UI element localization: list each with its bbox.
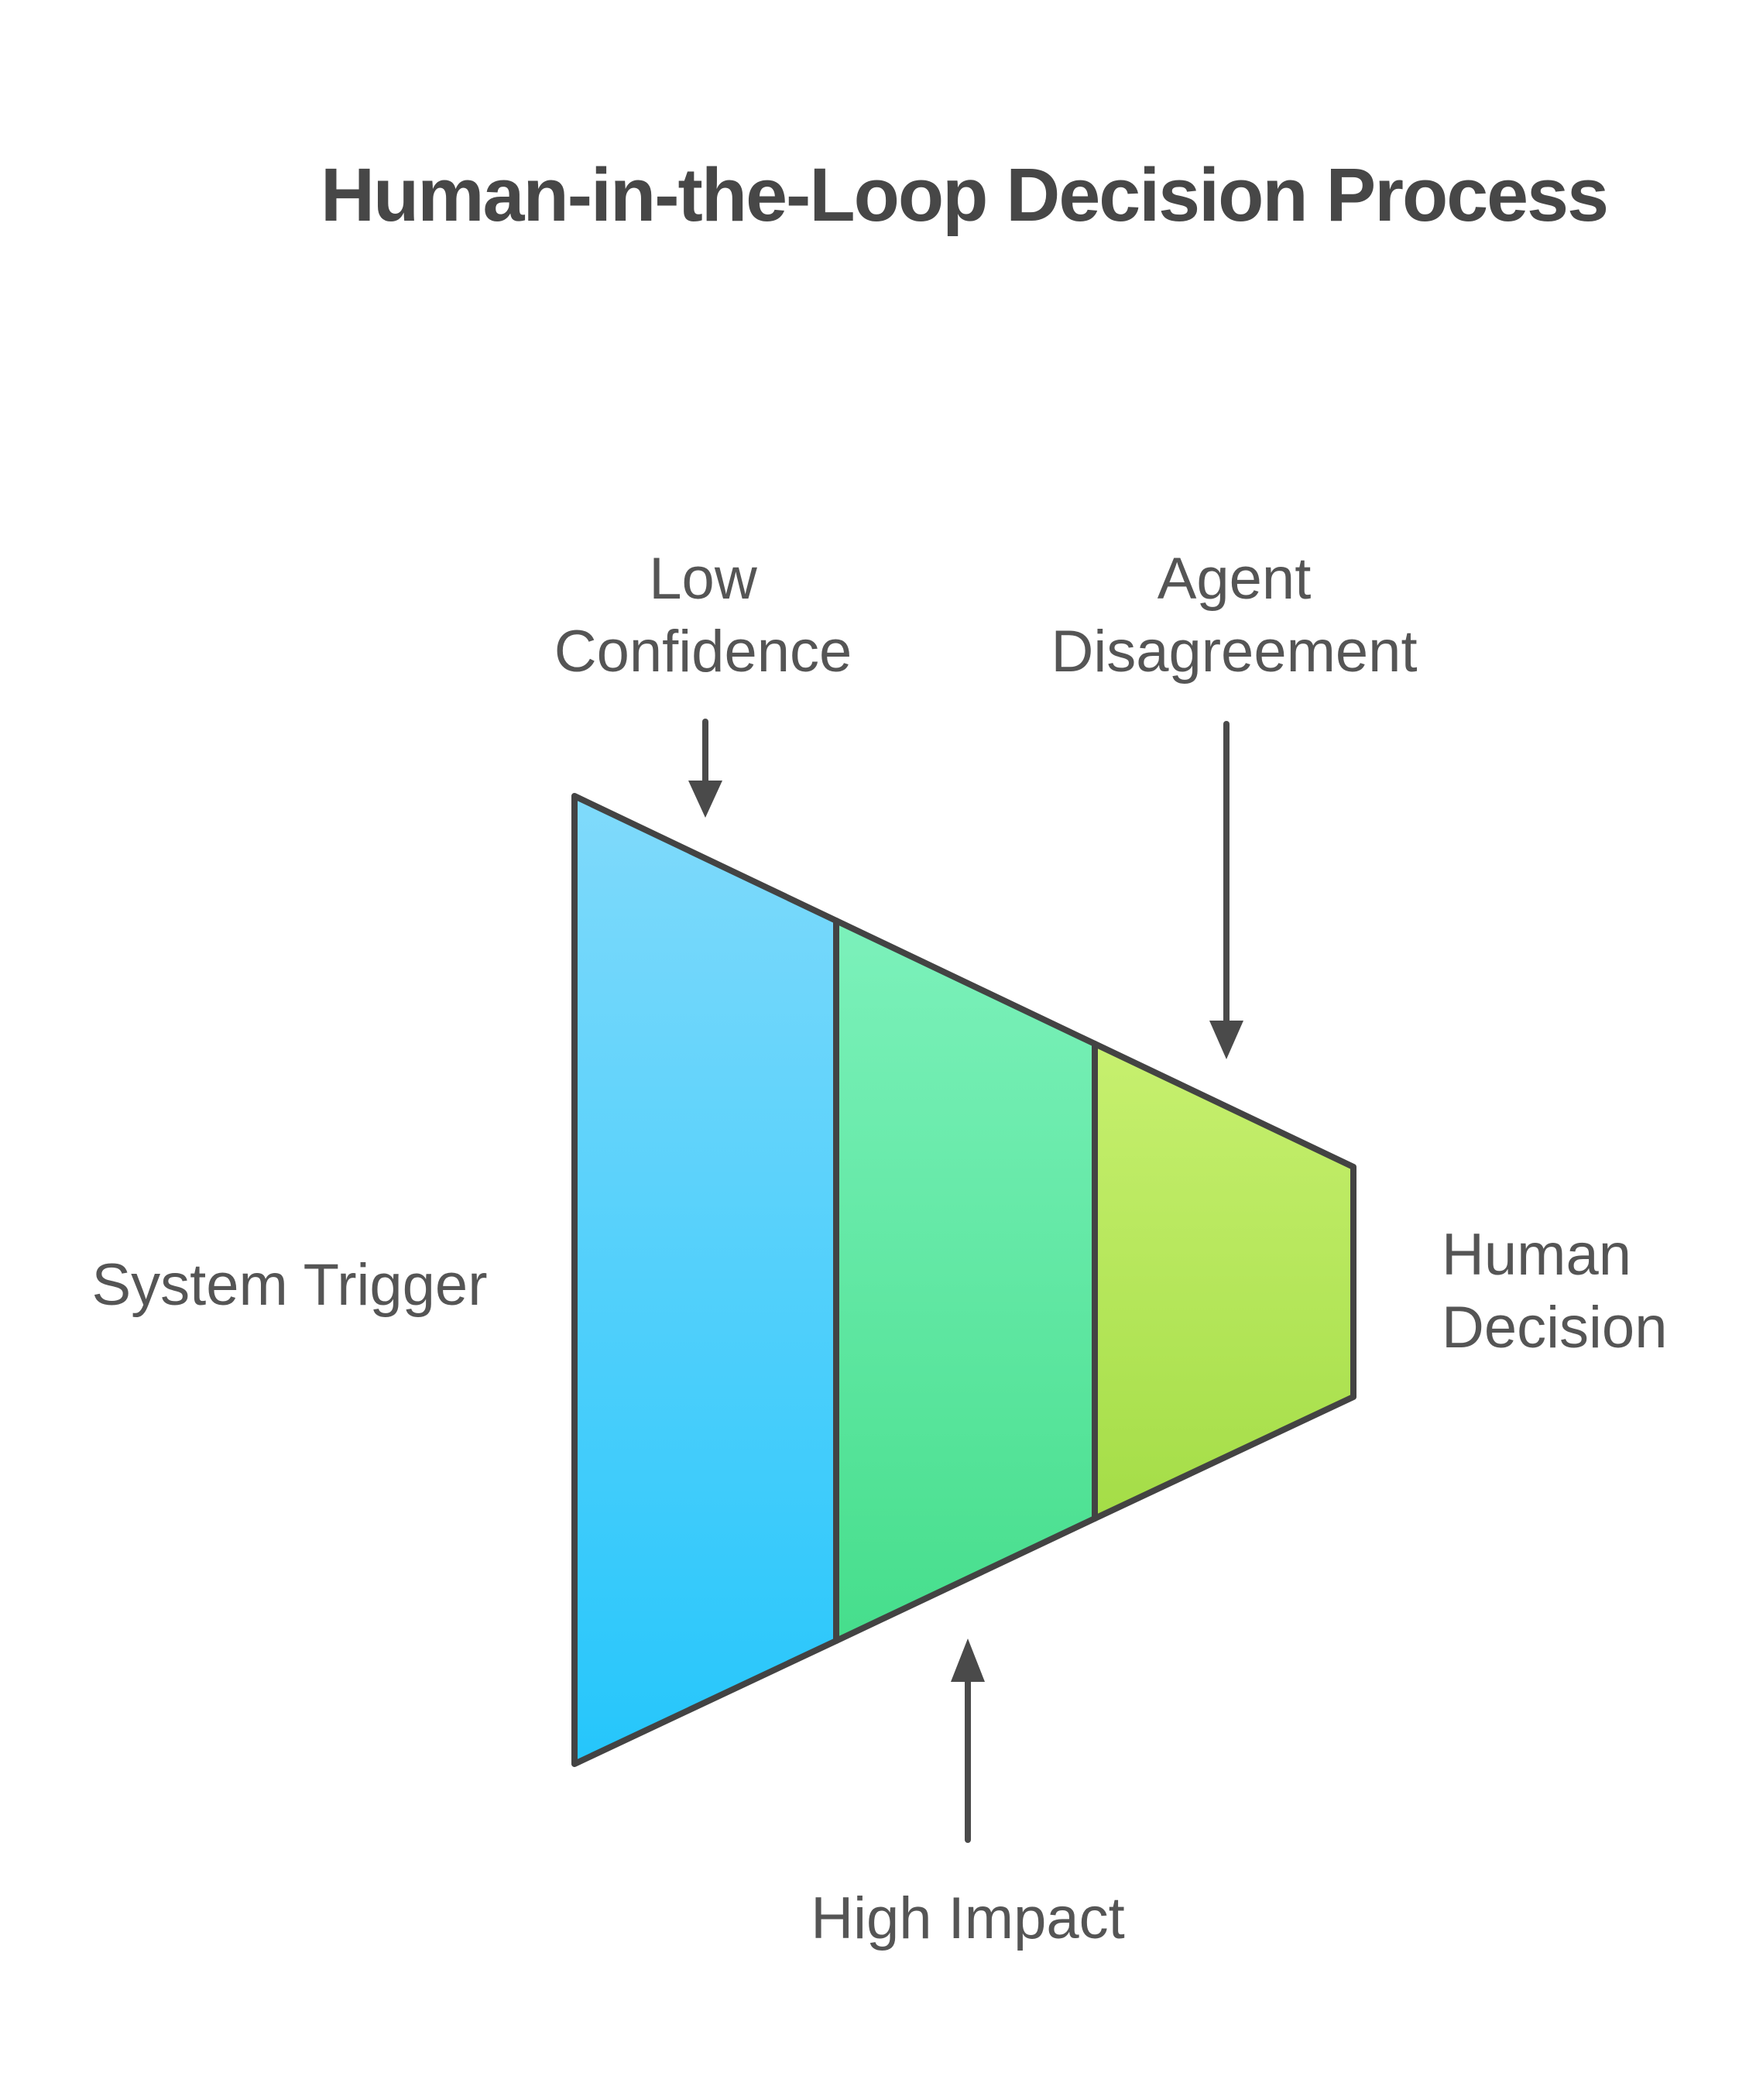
arrow-low-confidence-head: [688, 781, 722, 818]
label-human-decision: Human Decision: [1442, 1221, 1668, 1361]
funnel-segment-agent-disagreement: [833, 918, 1098, 1644]
funnel-segment-low-confidence: [571, 793, 839, 1767]
label-high-impact: High Impact: [811, 1885, 1125, 1951]
arrow-low-confidence: [688, 719, 722, 818]
label-low-confidence: Low Confidence: [554, 545, 852, 685]
diagram-title: Human-in-the-Loop Decision Process: [320, 153, 1609, 237]
label-system-trigger: System Trigger: [91, 1251, 488, 1318]
funnel-segment-high-impact: [1092, 1041, 1356, 1522]
arrow-high-impact: [951, 1638, 985, 1843]
arrow-high-impact-head: [951, 1638, 985, 1682]
arrow-agent-disagreement: [1209, 721, 1243, 1059]
arrow-agent-disagreement-head: [1209, 1021, 1243, 1059]
funnel-shape: [571, 793, 1356, 1767]
label-agent-disagreement: Agent Disagreement: [1051, 545, 1418, 685]
